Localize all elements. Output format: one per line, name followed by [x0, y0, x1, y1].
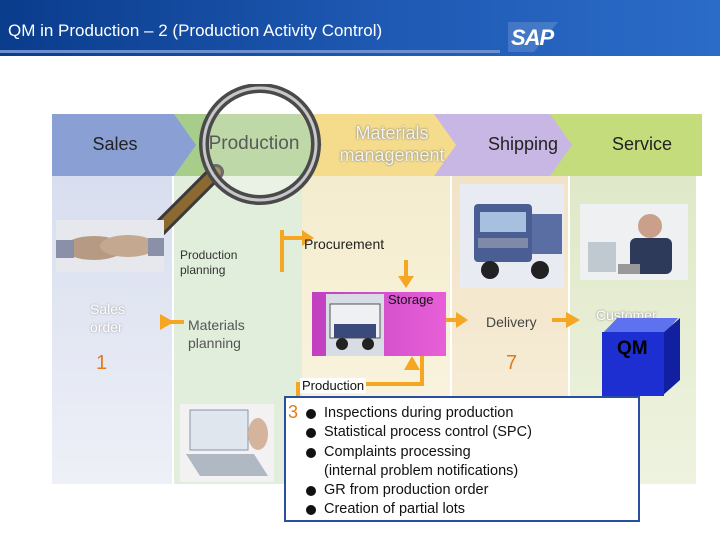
truck-image: [460, 184, 564, 288]
flow-line: [552, 318, 568, 322]
storage-truck-image: [326, 294, 384, 356]
shipping-label: Shipping: [487, 133, 559, 154]
chevron-production: Production: [196, 114, 312, 174]
service-label: Service: [611, 133, 673, 154]
production-flow-label: Production: [300, 378, 367, 393]
chevron-materials-management: Materials management: [322, 114, 462, 174]
flow-line: [280, 230, 284, 272]
sap-logo: SAP: [508, 22, 558, 52]
arrow-up-icon: [404, 356, 420, 370]
delivery-label: Delivery: [486, 314, 537, 330]
sales-order-line1: Sales: [90, 301, 126, 317]
slide-title: QM in Production – 2 (Production Activit…: [8, 21, 383, 40]
materials-planning-line2: planning: [188, 335, 241, 351]
qm-activities-list: Inspections during production Statistica…: [304, 404, 532, 520]
step-number-7: 7: [506, 352, 518, 374]
flow-line: [170, 320, 184, 324]
list-item: Statistical process control (SPC): [304, 423, 532, 442]
flow-line: [420, 356, 424, 384]
qm-cube-top: [602, 318, 678, 334]
sales-order-label: Sales order: [90, 300, 125, 336]
arrow-down-icon: [398, 276, 414, 288]
management-label: management: [339, 145, 445, 165]
production-label: Production: [209, 133, 300, 155]
sales-label: Sales: [92, 133, 138, 154]
title-underline: [0, 50, 500, 53]
chevron-service: Service: [590, 114, 694, 174]
laptop-image: [180, 404, 274, 482]
arrow-right-icon: [302, 230, 314, 246]
list-item: (internal problem notifications): [324, 462, 519, 479]
step-number-3: 3: [288, 402, 299, 422]
handshake-image: [56, 220, 164, 272]
title-bar: QM in Production – 2 (Production Activit…: [0, 0, 720, 56]
qm-label: QM: [617, 338, 648, 359]
qm-activities-box: 3 Inspections during production Statisti…: [284, 396, 640, 522]
flow-line: [296, 382, 300, 400]
list-item: Creation of partial lots: [304, 500, 532, 519]
materials-label: Materials: [355, 123, 429, 143]
materials-planning-line1: Materials: [188, 317, 245, 333]
qm-cube: [602, 332, 664, 396]
chevron-shipping: Shipping: [468, 114, 578, 174]
list-item: Inspections during production: [304, 404, 532, 423]
procurement-label: Procurement: [304, 236, 385, 252]
qm-cube-side: [662, 318, 680, 396]
list-item: GR from production order: [304, 481, 532, 500]
arrow-right-icon: [566, 312, 580, 328]
production-planning-label: Production planning: [180, 248, 237, 278]
arrow-right-icon: [160, 314, 174, 330]
customer-service-image: [580, 204, 688, 280]
step-number-1: 1: [96, 352, 108, 374]
production-planning-line1: Production: [180, 248, 238, 262]
flow-line: [446, 318, 458, 322]
storage-label: Storage: [388, 292, 434, 307]
flow-line: [280, 236, 306, 240]
flow-line: [404, 260, 408, 278]
materials-planning-label: Materials planning: [188, 316, 245, 352]
process-chevrons: [52, 114, 702, 176]
arrow-right-icon: [456, 312, 468, 328]
chevron-sales: Sales: [60, 114, 170, 174]
list-item: Complaints processing: [304, 443, 532, 462]
sales-order-line2: order: [90, 319, 123, 335]
production-planning-line2: planning: [180, 263, 226, 277]
